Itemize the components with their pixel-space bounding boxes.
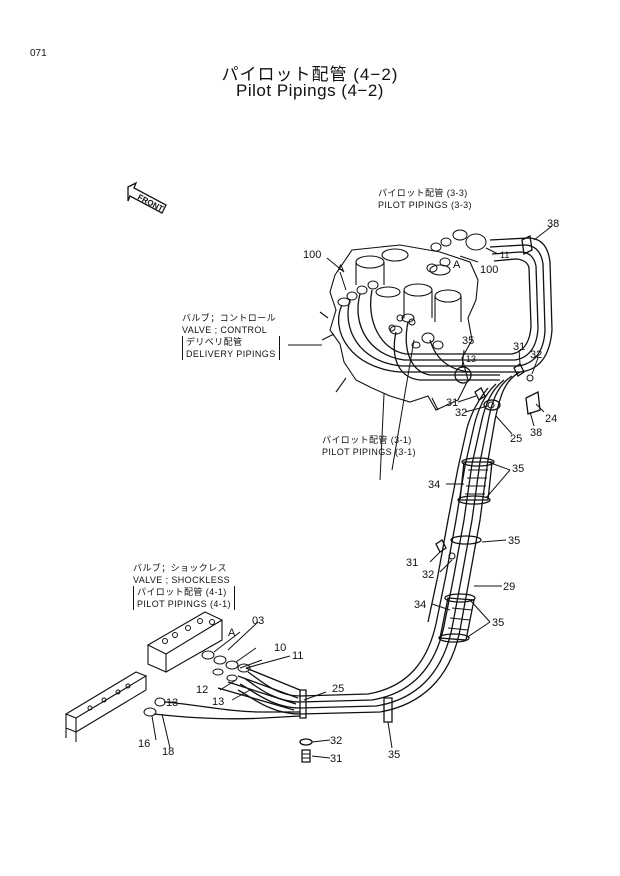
callout-18: 18 [162,746,174,758]
callout-13-lower-1: 13 [212,696,224,708]
note-valve-shockless-jp: バルブ；ショックレス [133,563,228,573]
callout-29: 29 [503,581,515,593]
note-valve-shockless: バルブ；ショックレス VALVE ; SHOCKLESS パイロット配管 (4-… [133,562,235,610]
callout-31-upper-right: 31 [513,341,525,353]
callout-34-upper: 34 [428,479,440,491]
upper-hose-bundle [337,237,553,381]
callout-a-lower: A [228,627,236,639]
shockless-valve [64,611,224,742]
callout-35-upper: 35 [462,335,474,347]
callout-35-mid: 35 [508,535,520,547]
note-valve-control: バルブ；コントロール VALVE ; CONTROL デリベリ配管 DELIVE… [182,312,280,360]
callout-32-upper-right: 32 [530,349,542,361]
note-pilot-4-1-bracket: パイロット配管 (4-1) PILOT PIPINGS (4-1) [133,586,235,610]
callout-a-right: A [453,259,461,271]
callout-38-mid: 38 [530,427,542,439]
callout-31-mid: 31 [446,397,458,409]
note-pilot-4-1-jp: パイロット配管 (4-1) [137,587,227,597]
note-pilot-3-1-en: PILOT PIPINGS (3-1) [322,447,416,457]
callout-25-upper: 25 [510,433,522,445]
control-valve-body [319,244,479,411]
callout-11-top: 11 [500,250,509,260]
front-arrow-icon: FRONT [127,181,167,214]
title-english: Pilot Pipings (4−2) [236,81,384,100]
note-pilot-3-1-jp: パイロット配管 (3-1) [322,435,412,445]
callout-24: 24 [545,413,557,425]
callout-32-mid: 32 [455,407,467,419]
front-label: FRONT [136,193,165,214]
callout-35-bottom: 35 [388,749,400,761]
title-japanese: パイロット配管 (4−2) [221,65,399,84]
callout-32-bottom: 32 [330,735,342,747]
callout-25-lower: 25 [332,683,344,695]
note-delivery-en: DELIVERY PIPINGS [186,349,276,359]
callout-13-valve: 13 [466,354,476,364]
callout-31-lower: 31 [406,557,418,569]
callout-34-lower: 34 [414,599,426,611]
callout-a-left: A [337,263,345,275]
note-valve-control-jp: バルブ；コントロール [182,313,277,323]
note-valve-shockless-en: VALVE ; SHOCKLESS [133,575,231,585]
valve-fittings [337,229,487,350]
note-pilot-3-3-jp: パイロット配管 (3-3) [378,188,468,198]
callout-100-right: 100 [480,264,498,276]
page-number: 071 [30,48,47,59]
note-pilot-4-1-en: PILOT PIPINGS (4-1) [137,599,231,609]
callout-31-bottom: 31 [330,753,342,765]
callout-32-lower: 32 [422,569,434,581]
note-pilot-3-3-en: PILOT PIPINGS (3-3) [378,200,472,210]
note-valve-control-en: VALVE ; CONTROL [182,325,268,335]
callout-10: 10 [274,642,286,654]
callout-numbers: 38 100 A 11 100 A 31 32 35 31 32 24 38 2… [138,218,559,765]
callout-35-sleeve-upper: 35 [512,463,524,475]
hose-clamps [299,235,541,723]
note-delivery-jp: デリベリ配管 [186,337,243,347]
callout-16: 16 [138,738,150,750]
callout-13-lower-2: 13 [166,697,178,709]
note-delivery-bracket: デリベリ配管 DELIVERY PIPINGS [182,336,280,360]
note-pilot-3-1: パイロット配管 (3-1) PILOT PIPINGS (3-1) [322,434,416,458]
callout-35-sleeve-lower: 35 [492,617,504,629]
callout-11-lower: 11 [292,650,303,662]
callout-38-top: 38 [547,218,559,230]
leader-lines [151,225,553,759]
callout-12: 12 [196,684,208,696]
note-pilot-3-3: パイロット配管 (3-3) PILOT PIPINGS (3-3) [378,187,472,211]
callout-100-left: 100 [303,249,321,261]
lower-fittings [143,650,301,720]
bolts-and-washers [299,363,534,763]
callout-03: 03 [252,615,264,627]
